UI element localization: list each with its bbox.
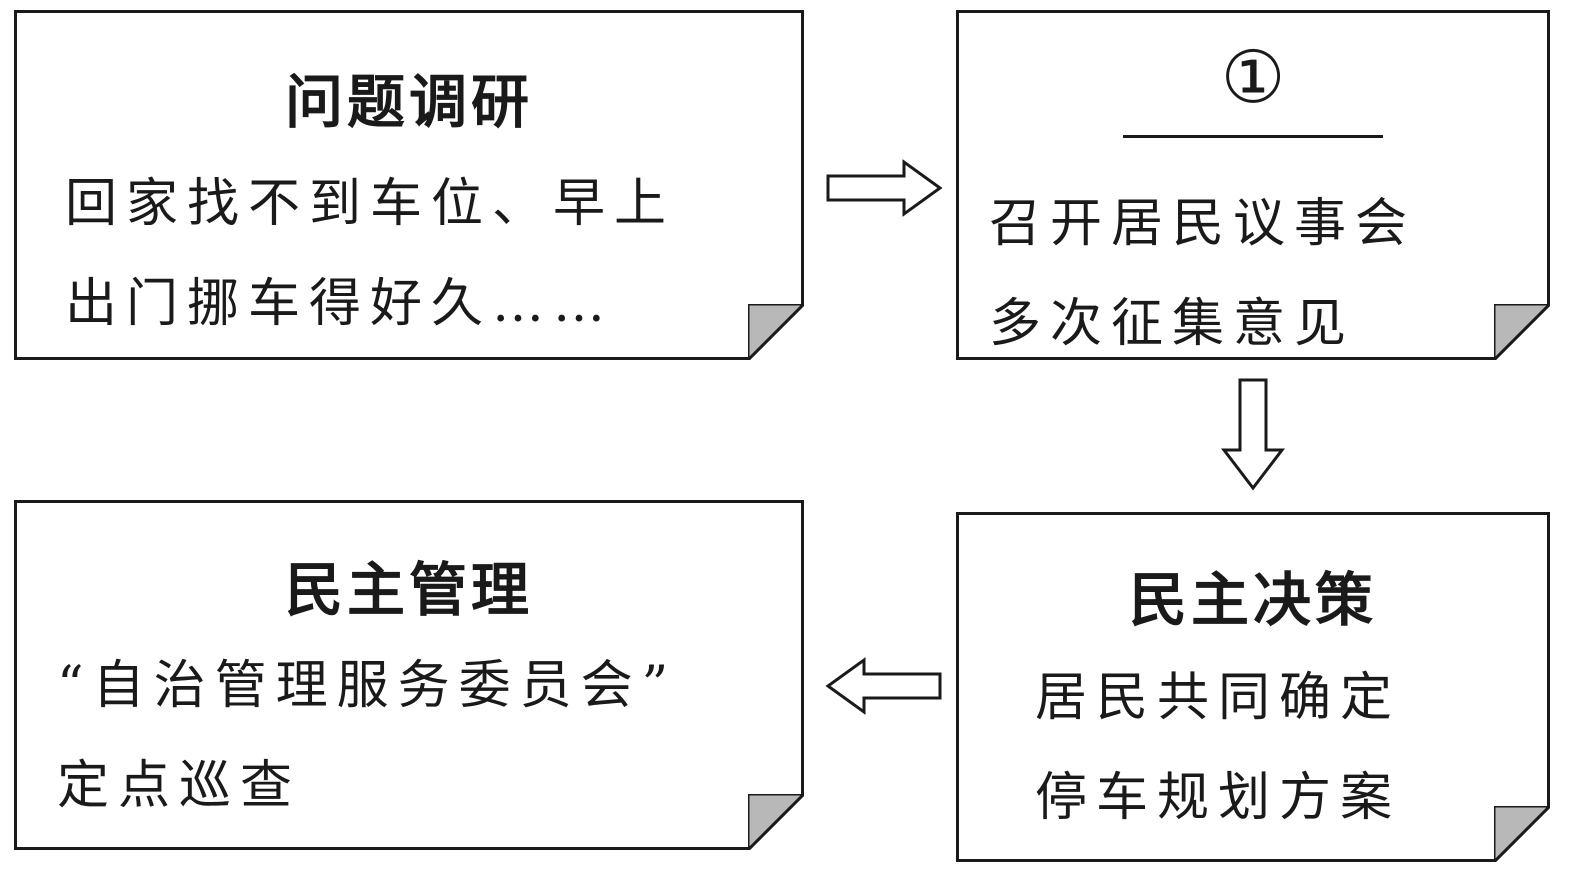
step-box-democratic-management: 民主管理 “自治管理服务委员会” 定点巡查 <box>14 500 804 850</box>
page-fold-icon <box>1494 304 1550 360</box>
step-title: 民主决策 <box>1128 566 1377 634</box>
arrow-right-icon <box>826 159 943 217</box>
step-text-line: 召开居民议事会 <box>989 194 1417 254</box>
step-text-line: “自治管理服务委员会” <box>57 656 678 716</box>
step-box-blank-1: ① 召开居民议事会 多次征集意见 <box>956 10 1550 360</box>
step-text-line: 回家找不到车位、早上 <box>65 174 676 234</box>
step-title: 民主管理 <box>284 556 533 624</box>
arrow-left-icon <box>825 657 942 715</box>
step-text-line: 停车规划方案 <box>1035 768 1402 828</box>
blank-number-label: ① <box>1220 35 1286 119</box>
step-box-democratic-decision: 民主决策 居民共同确定 停车规划方案 <box>956 512 1550 862</box>
page-fold-icon <box>748 304 804 360</box>
blank-answer-line <box>1123 135 1383 138</box>
step-title: 问题调研 <box>284 68 533 136</box>
step-text-line: 定点巡查 <box>57 756 302 816</box>
step-text-line: 多次征集意见 <box>989 294 1356 354</box>
arrow-down-icon <box>1220 378 1286 491</box>
step-text-line: 居民共同确定 <box>1035 668 1402 728</box>
step-text-line: 出门挪车得好久…… <box>65 274 615 334</box>
step-box-problem-research: 问题调研 回家找不到车位、早上 出门挪车得好久…… <box>14 10 804 360</box>
page-fold-icon <box>748 794 804 850</box>
page-fold-icon <box>1494 806 1550 862</box>
